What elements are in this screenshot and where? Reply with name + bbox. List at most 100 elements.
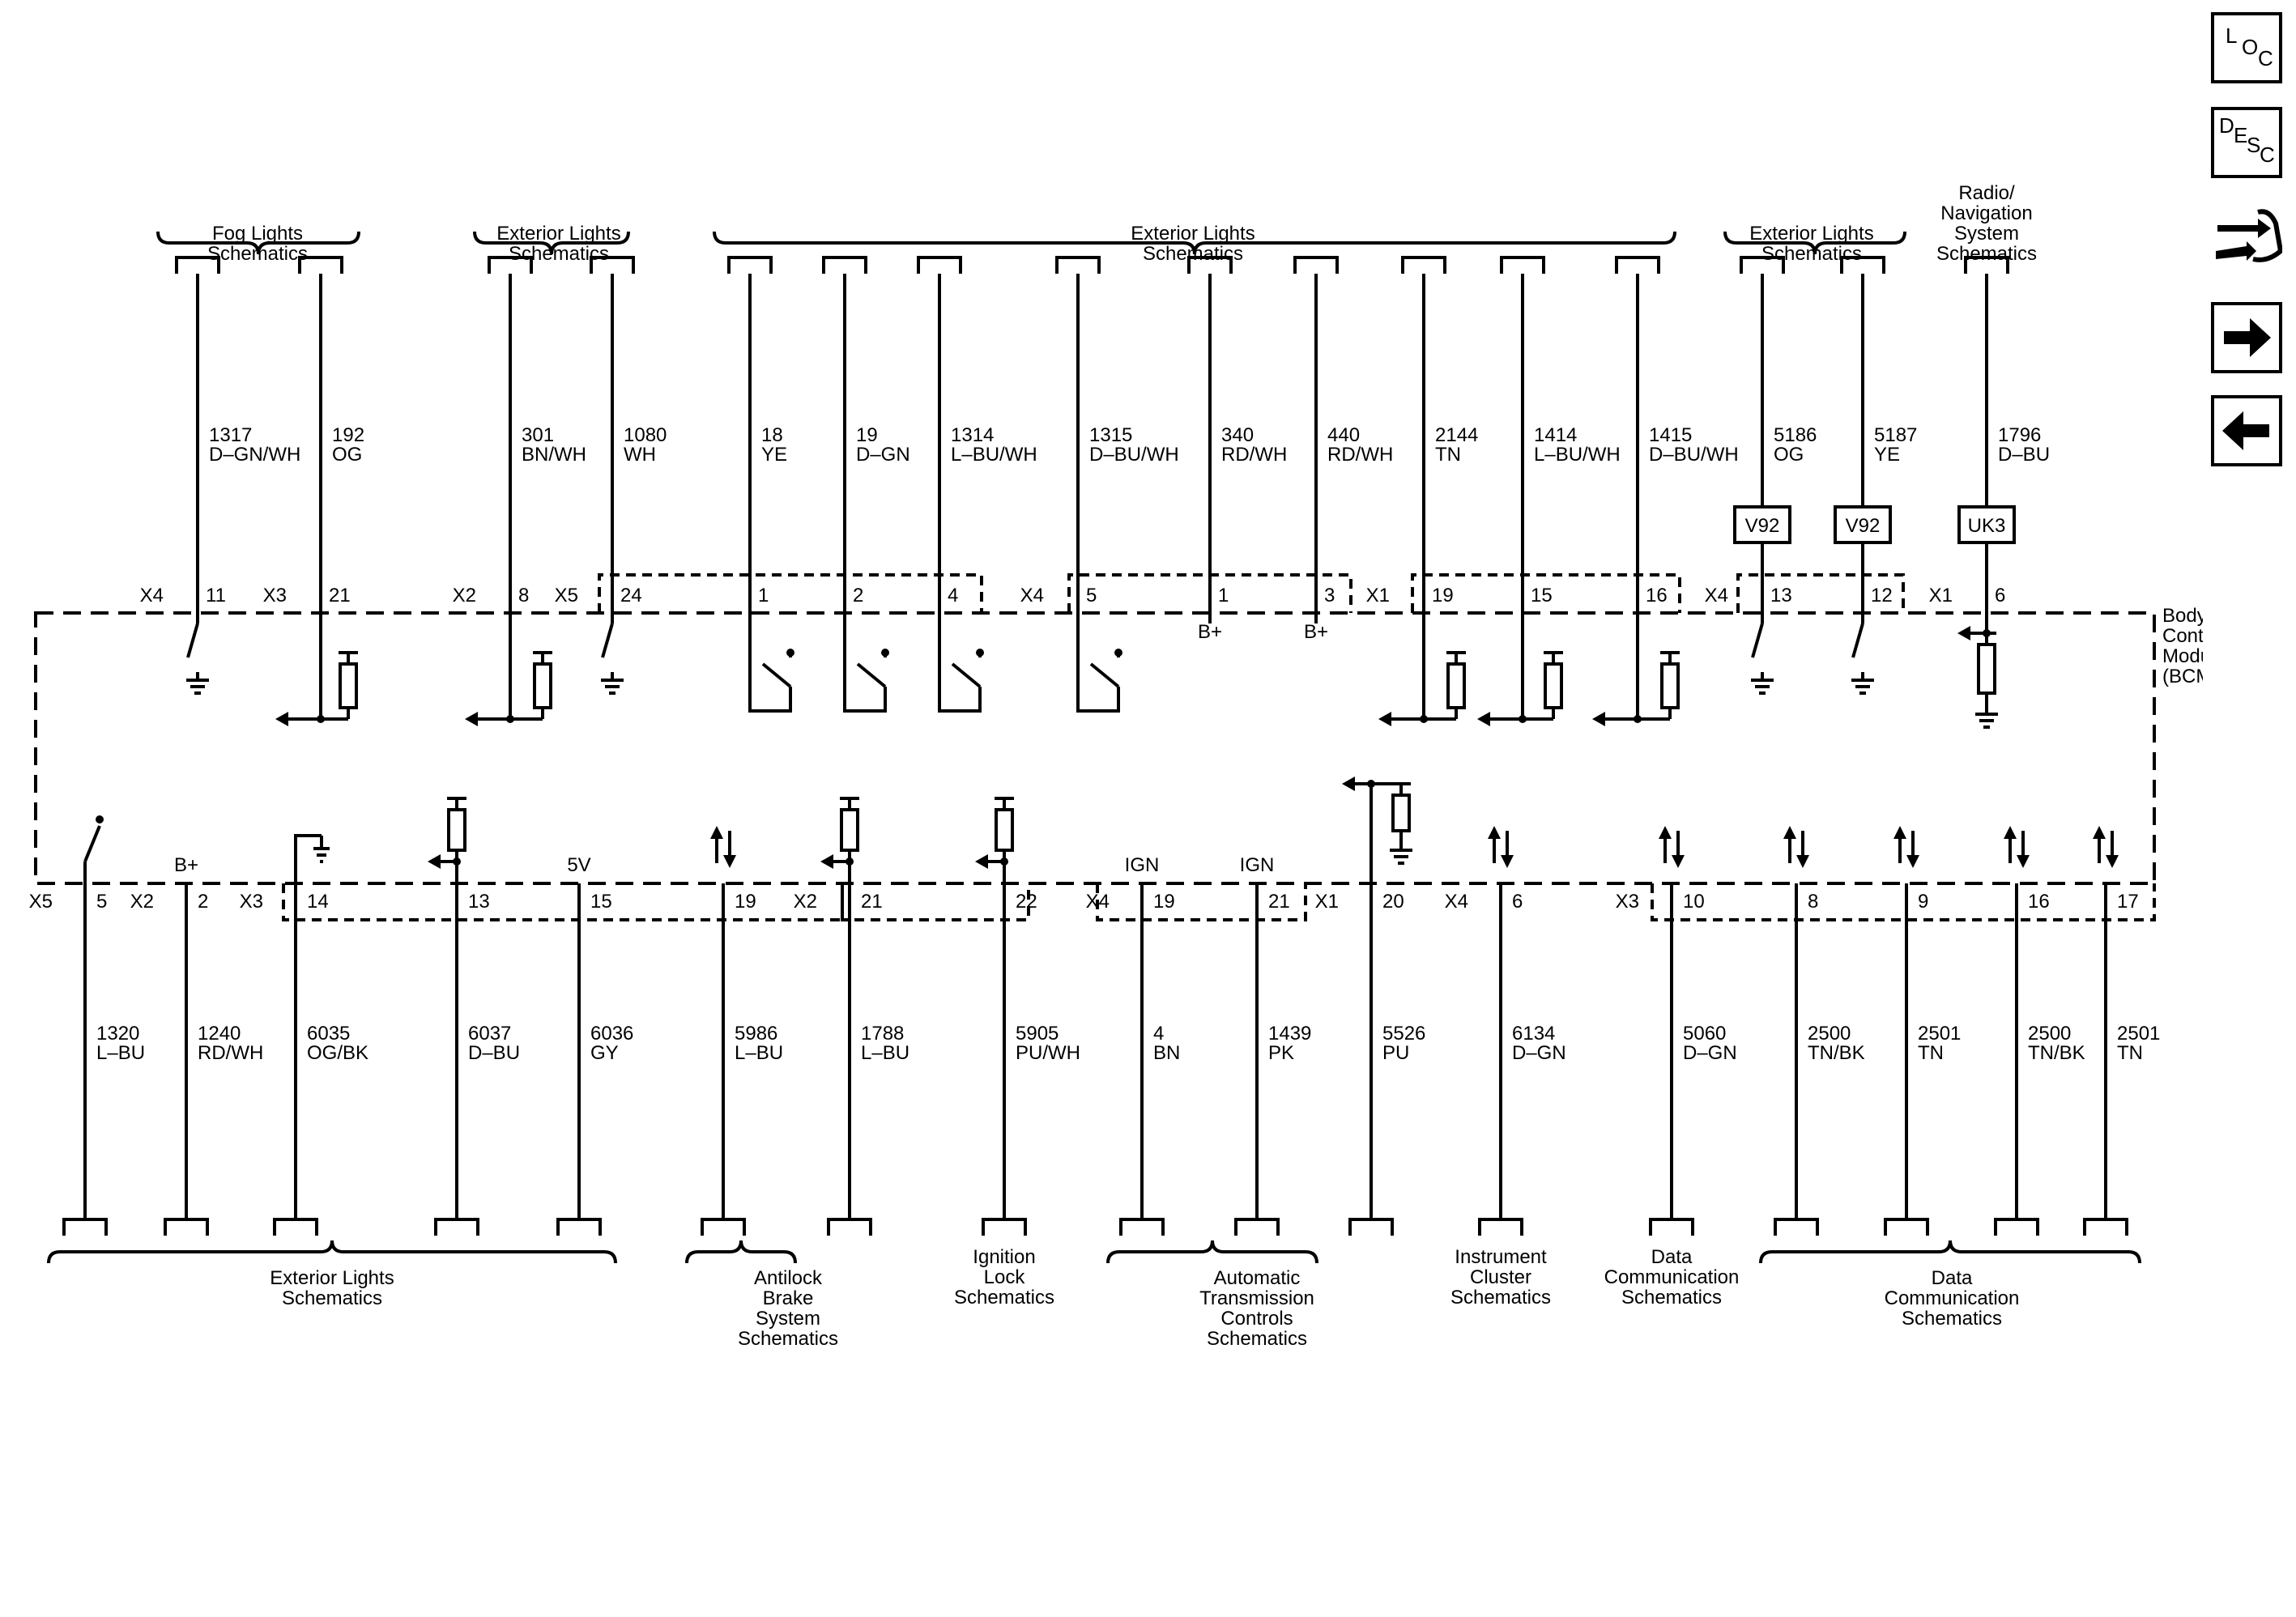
wire-color-code: L–BU/WH [951, 444, 1037, 466]
connector-shell [1411, 573, 1681, 613]
pull-up-resistor [1446, 662, 1466, 709]
signal-arrow-icon [275, 712, 288, 726]
connector-id: X3 [240, 891, 263, 913]
next-page-button[interactable] [2211, 302, 2282, 373]
wire-color-code: D–GN [1512, 1042, 1566, 1064]
wire-circuit-number: 5186 [1774, 424, 1817, 446]
connector-terminal [434, 1218, 479, 1236]
wire-color-code: PK [1268, 1042, 1294, 1064]
module-name-label: (BCM) [2162, 666, 2203, 687]
connector-pin-number: 13 [1770, 585, 1792, 606]
wire-circuit-number: 1240 [198, 1023, 241, 1045]
connector-terminal [1119, 1218, 1165, 1236]
signal-arrow-icon [1592, 712, 1605, 726]
top-schematic-reference: Schematics [207, 243, 308, 265]
connector-id: X5 [555, 585, 578, 606]
connector-terminal [827, 1218, 872, 1236]
connector-pin-number: 15 [590, 891, 612, 913]
wire-circuit-number: 2501 [2117, 1023, 2160, 1045]
connector-terminal [488, 256, 533, 274]
connector-shell [1651, 883, 2156, 921]
previous-page-button[interactable] [2211, 395, 2282, 466]
desc-letter-e: E [2234, 123, 2247, 147]
signal-arrow-icon [1957, 626, 1970, 640]
connector-pin-number: 6 [1995, 585, 2005, 606]
connector-id: X4 [1705, 585, 1728, 606]
pull-up-resistor [1660, 662, 1680, 709]
wire-circuit-number: 2501 [1918, 1023, 1961, 1045]
signal-arrow-icon [428, 854, 441, 869]
wire-color-code: TN/BK [1808, 1042, 1865, 1064]
connector-pin-number: 2 [853, 585, 863, 606]
connector-end-view-button[interactable] [2211, 201, 2282, 272]
connector-terminal [2083, 1218, 2128, 1236]
wire-segment [748, 613, 792, 713]
bottom-schematic-reference: Transmission [1199, 1287, 1314, 1309]
inline-fuse-box [1957, 505, 2016, 544]
top-schematic-reference: Schematics [1143, 243, 1243, 265]
connector-id: X1 [1315, 891, 1339, 913]
pull-up-resistor [1977, 643, 1996, 695]
wire-color-code: D–BU [468, 1042, 520, 1064]
connector-terminal [62, 1218, 108, 1236]
bidirectional-icon [1659, 826, 1672, 839]
connector-pin-number: 17 [2117, 891, 2139, 913]
wire-circuit-number: 340 [1221, 424, 1254, 446]
bottom-schematic-reference: Schematics [282, 1287, 382, 1309]
arrow-right-icon [2224, 318, 2271, 357]
wire-color-code: PU/WH [1016, 1042, 1080, 1064]
connector-pin-number: 24 [620, 585, 642, 606]
connector-pin-number: 19 [735, 891, 756, 913]
connector-id: X2 [794, 891, 817, 913]
bottom-schematic-reference: Schematics [1450, 1287, 1551, 1308]
bidirectional-icon [2106, 855, 2119, 868]
connector-pin-number: 12 [1871, 585, 1893, 606]
bottom-schematic-reference: Automatic [1214, 1267, 1301, 1289]
switch [761, 662, 792, 688]
bottom-schematic-reference: Ignition [973, 1246, 1035, 1268]
connector-shell [282, 883, 844, 921]
top-schematic-reference: Exterior Lights [496, 223, 620, 245]
connector-terminal [1500, 256, 1545, 274]
connector-pin-number: 8 [1808, 891, 1818, 913]
location-button[interactable]: L O C [2211, 12, 2282, 83]
wire-color-code: GY [590, 1042, 619, 1064]
pull-up-resistor [1544, 662, 1563, 709]
wire-color-code: YE [1874, 444, 1900, 466]
wire-circuit-number: 2144 [1435, 424, 1478, 446]
wire-color-code: RD/WH [198, 1042, 263, 1064]
wire-circuit-number: 1320 [96, 1023, 139, 1045]
connector-id: X1 [1366, 585, 1390, 606]
connector-terminal [1884, 1218, 1929, 1236]
wire-circuit-number: 5526 [1382, 1023, 1425, 1045]
top-schematic-reference: Exterior Lights [1749, 223, 1873, 245]
wire-color-code: RD/WH [1327, 444, 1393, 466]
wire-segment [843, 613, 887, 713]
bottom-bracket [685, 1240, 797, 1264]
switch [1089, 662, 1120, 688]
b-plus-label: B+ [174, 854, 198, 876]
wire-color-code: D–GN/WH [209, 444, 300, 466]
connector-pin-number: 5 [1086, 585, 1097, 606]
wire-circuit-number: 5060 [1683, 1023, 1726, 1045]
top-schematic-reference: Radio/ [1958, 182, 2015, 204]
wire-color-code: PU [1382, 1042, 1409, 1064]
wire-circuit-number: 1317 [209, 424, 252, 446]
module-name-label: Body [2162, 605, 2203, 627]
connector-id: X4 [1086, 891, 1110, 913]
connector-terminal [917, 256, 962, 274]
wire-circuit-number: 2500 [2028, 1023, 2071, 1045]
wire-circuit-number: 192 [332, 424, 364, 446]
description-button[interactable]: D E S C [2211, 107, 2282, 178]
loc-letter-c: C [2258, 46, 2273, 70]
wire-circuit-number: 5986 [735, 1023, 777, 1045]
wire-circuit-number: 1080 [624, 424, 667, 446]
arrow-left-icon [2222, 411, 2269, 450]
wire-segment [938, 613, 982, 713]
bottom-schematic-reference: Communication [1885, 1287, 2020, 1309]
bidirectional-icon [2017, 855, 2030, 868]
top-schematic-reference: Fog Lights [212, 223, 303, 245]
wire-circuit-number: 440 [1327, 424, 1360, 446]
wire-color-code: BN/WH [522, 444, 586, 466]
bidirectional-icon [1501, 855, 1514, 868]
